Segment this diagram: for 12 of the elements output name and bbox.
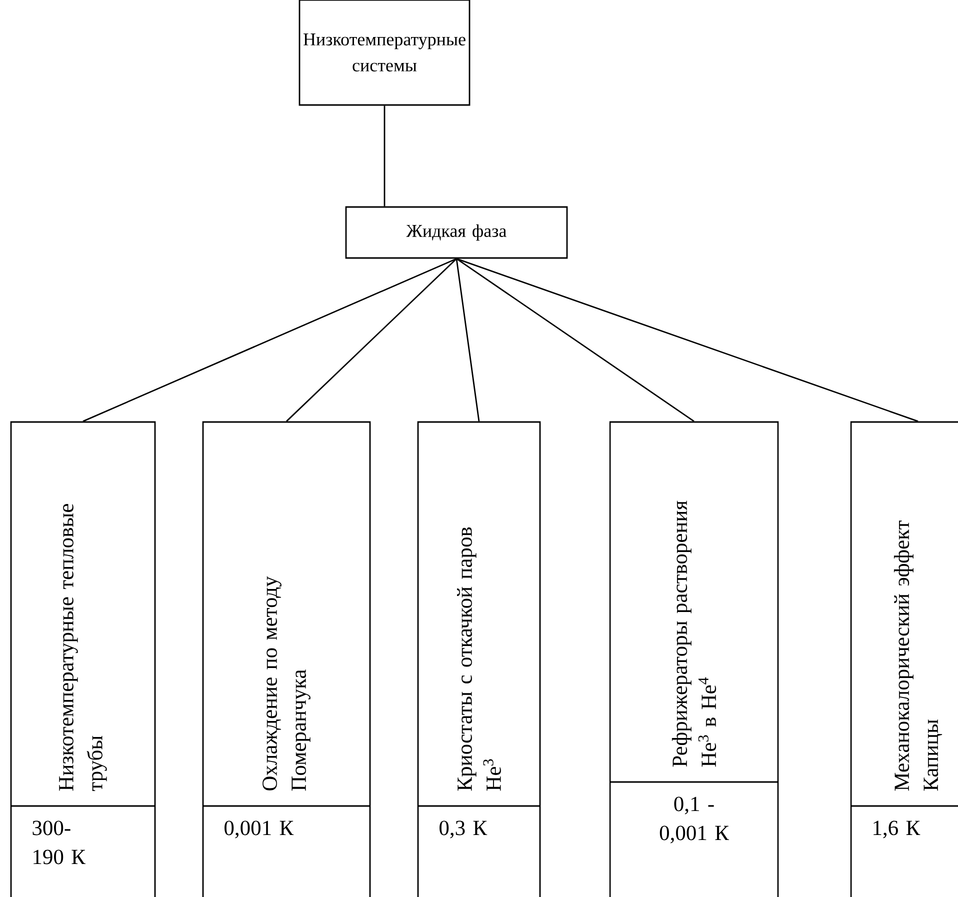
connector-line [456, 258, 694, 422]
process-box: Жидкая фаза [345, 206, 568, 259]
category-column: Низкотемпературные тепловые трубы 300- 190 К [10, 421, 156, 897]
connector-line [286, 258, 457, 422]
connector-line [456, 258, 918, 422]
category-column: Охлаждение по методу Померанчука 0,001 К [202, 421, 371, 897]
category-column: Криостаты с откачкой паров He$^{3}$ 0,3 К [417, 421, 541, 897]
connector-line [384, 106, 386, 206]
connector-line [456, 258, 480, 422]
connector-line [82, 258, 457, 422]
category-column: Механокалорический эффект Капицы 1,6 К [850, 421, 958, 897]
process-box: Низкотемпературные системы [298, 0, 470, 106]
